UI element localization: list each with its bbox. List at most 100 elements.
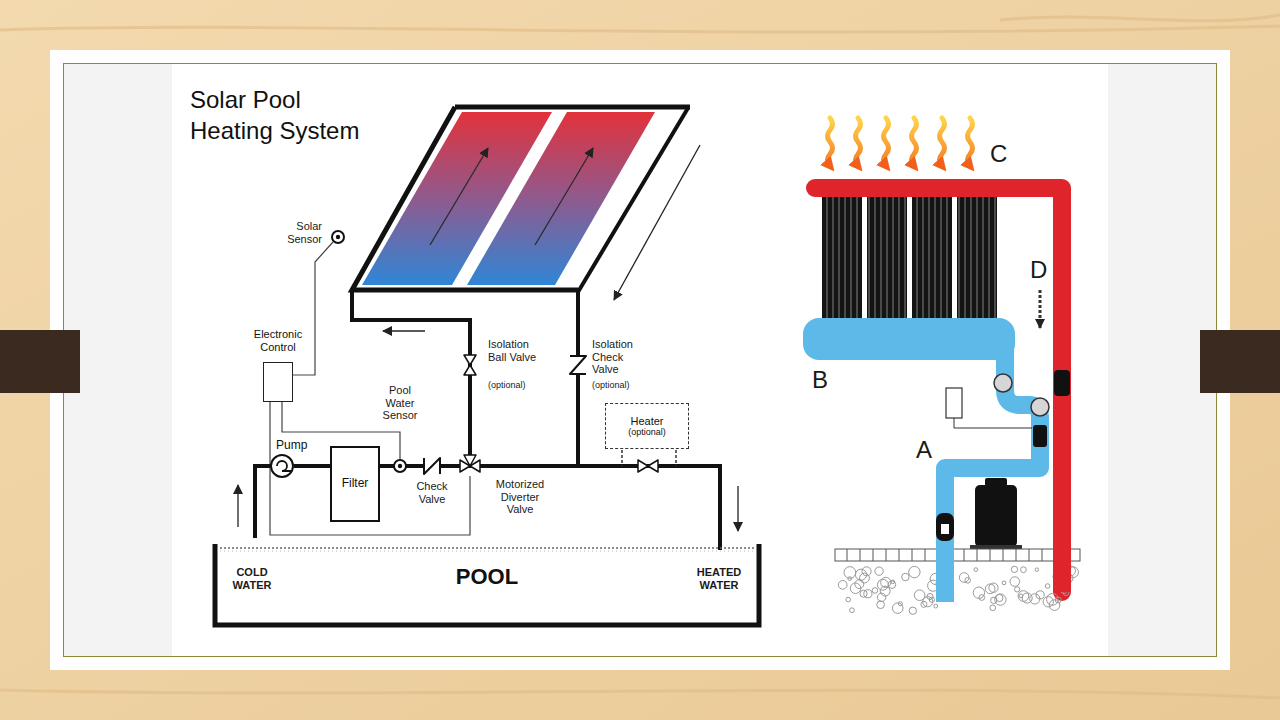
- ground: [989, 583, 998, 592]
- ground: [1042, 549, 1043, 561]
- filter-pump-figure: [936, 478, 1022, 551]
- cold-pipe: [1031, 398, 1049, 416]
- callout-letter: B: [812, 366, 834, 394]
- ground: [1047, 593, 1059, 605]
- flow-arrow: [1039, 290, 1042, 328]
- valve-symbol: [571, 356, 585, 374]
- ground: [927, 593, 933, 599]
- valve-symbol: [464, 365, 476, 375]
- valve-symbol: [648, 460, 658, 472]
- ground: [862, 567, 871, 576]
- slide-panel: [172, 64, 1108, 656]
- ground: [1018, 591, 1029, 602]
- sun-heat: [912, 118, 917, 166]
- cold-pipe: [803, 318, 1015, 360]
- sun-heat: [940, 118, 945, 166]
- heater-connection: [622, 450, 676, 466]
- solar-collector: [352, 107, 690, 290]
- slide-panel: [0, 330, 80, 393]
- ground: [959, 573, 969, 583]
- slide-panel: [0, 50, 1280, 670]
- ground: [1015, 587, 1020, 592]
- cold-pipe: [1033, 425, 1047, 447]
- ground: [835, 548, 1080, 614]
- ground: [838, 581, 847, 590]
- solar-collector: [430, 148, 488, 245]
- sun-heat: [828, 118, 973, 166]
- ground: [892, 603, 903, 614]
- ground: [921, 601, 927, 607]
- sun-heat: [828, 118, 833, 166]
- ground: [934, 604, 938, 608]
- ground: [899, 549, 900, 561]
- pump-symbol: [271, 455, 293, 477]
- ground: [902, 573, 910, 581]
- valve-symbol: [464, 355, 476, 365]
- flow-arrow: [238, 145, 738, 531]
- ground: [909, 566, 920, 577]
- sensor-symbol: [332, 231, 406, 472]
- pool-outline: [220, 551, 754, 552]
- pool-outline: [220, 547, 754, 549]
- pipe: [352, 108, 720, 550]
- optional-note: (optional): [488, 380, 538, 390]
- control-wire: [270, 242, 470, 535]
- sensor-label: Solar Sensor: [277, 220, 322, 245]
- ground: [1003, 549, 1004, 561]
- sensor-symbol: [336, 235, 340, 239]
- collector-header: [815, 188, 1062, 592]
- cold-pipe: [954, 418, 1032, 428]
- node-label: Electronic Control: [250, 328, 306, 353]
- valve-label: Isolation Ball Valve: [488, 338, 538, 363]
- node-label: Heater: [630, 415, 663, 428]
- pipe: [578, 108, 688, 466]
- ground: [847, 549, 848, 561]
- ground: [848, 577, 852, 581]
- cold-pipe: [945, 345, 1040, 602]
- filter-pump-figure: [936, 513, 954, 541]
- ground: [873, 549, 874, 561]
- water-label: COLD WATER: [226, 566, 278, 591]
- valve-label: Check Valve: [409, 480, 455, 505]
- ground: [886, 549, 887, 561]
- filter-box: Filter: [330, 446, 380, 522]
- ground: [875, 567, 883, 575]
- cold-pipe: [1054, 370, 1070, 396]
- ground: [912, 549, 913, 561]
- cold-pipe: [994, 374, 1012, 392]
- ground: [925, 549, 926, 561]
- heater-box: Heater(optional): [605, 403, 689, 449]
- ground: [990, 605, 996, 611]
- heater-connection: [622, 450, 676, 466]
- node-label: Filter: [342, 477, 369, 491]
- ground: [1010, 577, 1020, 587]
- callout-letter: C: [990, 140, 1012, 168]
- flow-arrow: [1040, 290, 1041, 328]
- pump-symbol: [277, 461, 292, 471]
- pipe: [380, 466, 720, 550]
- slide-panel: [64, 64, 1217, 657]
- ground: [872, 588, 878, 594]
- collector-tubes: [867, 197, 907, 325]
- pipe-connector: [294, 464, 330, 468]
- solar-collector: [352, 107, 690, 290]
- ground: [964, 549, 965, 561]
- collector-tubes: [822, 197, 862, 325]
- ground: [1016, 549, 1017, 561]
- ground: [855, 580, 864, 589]
- sun-heat: [968, 118, 973, 166]
- flow-arrow: [614, 145, 700, 300]
- filter-pump-figure: [941, 524, 949, 534]
- control-wire: [270, 402, 470, 535]
- ground: [864, 590, 872, 598]
- optional-note: (optional): [592, 380, 642, 390]
- ground: [860, 549, 861, 561]
- valve-label: Motorized Diverter Valve: [486, 478, 554, 516]
- flow-arrow: [383, 330, 425, 331]
- ground: [1021, 567, 1027, 573]
- diagram-title: Solar Pool Heating System: [190, 84, 390, 146]
- ground: [973, 587, 984, 598]
